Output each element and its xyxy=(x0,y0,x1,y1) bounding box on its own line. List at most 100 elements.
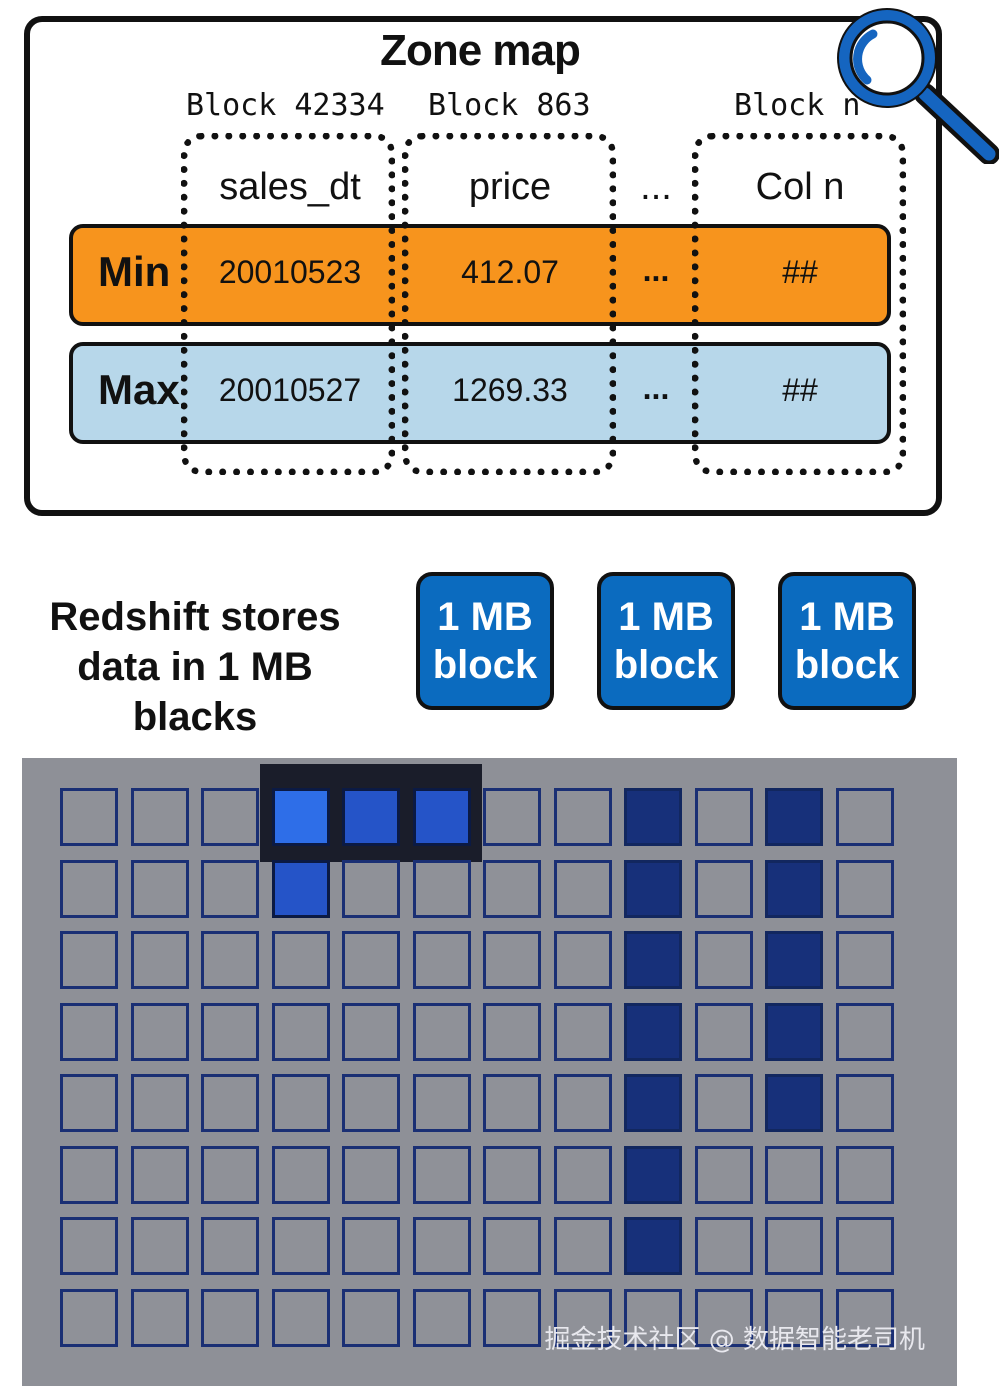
grid-block xyxy=(201,931,259,989)
grid-block xyxy=(765,1289,823,1347)
grid-block xyxy=(201,1003,259,1061)
grid-block xyxy=(342,1003,400,1061)
grid-block xyxy=(131,1289,189,1347)
grid-block xyxy=(483,931,541,989)
grid-block xyxy=(201,1146,259,1204)
grid-block xyxy=(413,1003,471,1061)
grid-block xyxy=(413,860,471,918)
grid-block xyxy=(131,931,189,989)
grid-block xyxy=(60,1289,118,1347)
grid-block xyxy=(836,1003,894,1061)
grid-block xyxy=(624,1074,682,1132)
grid-block xyxy=(836,931,894,989)
max-sales-dt: 20010527 xyxy=(218,372,362,408)
storage-caption-line-2: data in 1 MB blacks xyxy=(77,645,313,739)
grid-block xyxy=(413,1289,471,1347)
grid-block xyxy=(413,1217,471,1275)
block-outline-1 xyxy=(181,133,395,475)
watermark: 掘金技术社区 @ 数据智能老司机 xyxy=(544,1325,925,1355)
grid-block xyxy=(272,1146,330,1204)
max-col-n: ## xyxy=(782,372,818,408)
block-label-2: Block 863 xyxy=(428,88,591,123)
grid-block xyxy=(836,1217,894,1275)
mb-block-2-size: 1 MB xyxy=(618,595,714,639)
grid-block xyxy=(413,1074,471,1132)
mb-block-2: 1 MB block xyxy=(597,572,735,710)
mb-block-3-label: block xyxy=(794,643,900,687)
grid-block xyxy=(60,1003,118,1061)
grid-block xyxy=(695,1074,753,1132)
grid-block xyxy=(695,1146,753,1204)
grid-block xyxy=(836,1289,894,1347)
grid-block xyxy=(624,860,682,918)
grid-block xyxy=(695,931,753,989)
grid-block xyxy=(272,1074,330,1132)
grid-block xyxy=(342,860,400,918)
min-col-n: ## xyxy=(782,254,818,290)
mb-block-1-size: 1 MB xyxy=(437,595,533,639)
storage-caption-line-1: Redshift stores xyxy=(49,595,341,639)
grid-block xyxy=(342,1289,400,1347)
max-price: 1269.33 xyxy=(452,372,568,408)
grid-block xyxy=(342,1217,400,1275)
grid-block xyxy=(483,1289,541,1347)
grid-block xyxy=(201,1289,259,1347)
grid-block xyxy=(60,1074,118,1132)
grid-block xyxy=(272,860,330,918)
grid-block xyxy=(836,1146,894,1204)
grid-block xyxy=(342,788,400,846)
grid-block xyxy=(554,1289,612,1347)
min-row-label: Min xyxy=(98,248,171,295)
grid-block xyxy=(624,931,682,989)
mb-block-1-label: block xyxy=(432,643,538,687)
grid-block xyxy=(765,860,823,918)
grid-block xyxy=(765,1074,823,1132)
grid-block xyxy=(272,931,330,989)
grid-block xyxy=(60,860,118,918)
grid-block xyxy=(624,1217,682,1275)
grid-block xyxy=(695,1289,753,1347)
min-price: 412.07 xyxy=(461,254,559,290)
grid-block xyxy=(765,1217,823,1275)
grid-block xyxy=(483,1217,541,1275)
max-ellipsis: ... xyxy=(642,370,670,406)
grid-block xyxy=(131,788,189,846)
grid-block xyxy=(131,1074,189,1132)
column-header-col-n: Col n xyxy=(755,166,845,208)
grid-block xyxy=(554,1146,612,1204)
storage-caption: Redshift stores data in 1 MB blacks xyxy=(30,592,360,742)
zone-map-title: Zone map xyxy=(380,26,581,75)
block-label-n: Block n xyxy=(734,88,861,123)
grid-block xyxy=(201,1217,259,1275)
grid-block xyxy=(413,788,471,846)
grid-block xyxy=(201,1074,259,1132)
grid-block xyxy=(483,1074,541,1132)
mb-block-3: 1 MB block xyxy=(778,572,916,710)
grid-block xyxy=(695,1003,753,1061)
grid-block xyxy=(836,860,894,918)
grid-block xyxy=(60,1217,118,1275)
grid-block xyxy=(765,1003,823,1061)
mb-block-2-label: block xyxy=(613,643,719,687)
grid-block xyxy=(554,1074,612,1132)
min-row xyxy=(69,224,891,326)
grid-block xyxy=(131,860,189,918)
mb-block-3-size: 1 MB xyxy=(799,595,895,639)
grid-block xyxy=(765,1146,823,1204)
grid-block xyxy=(272,788,330,846)
column-header-price: price xyxy=(468,166,552,208)
min-ellipsis: ... xyxy=(642,252,670,288)
grid-block xyxy=(624,1003,682,1061)
grid-block xyxy=(342,1146,400,1204)
grid-block xyxy=(765,788,823,846)
grid-block xyxy=(695,860,753,918)
grid-block xyxy=(272,1217,330,1275)
max-row-label: Max xyxy=(98,366,180,413)
grid-block xyxy=(554,788,612,846)
grid-block xyxy=(836,788,894,846)
magnifier-icon xyxy=(837,8,999,164)
grid-block xyxy=(483,1003,541,1061)
grid-block xyxy=(272,1003,330,1061)
max-row xyxy=(69,342,891,444)
grid-block xyxy=(131,1146,189,1204)
